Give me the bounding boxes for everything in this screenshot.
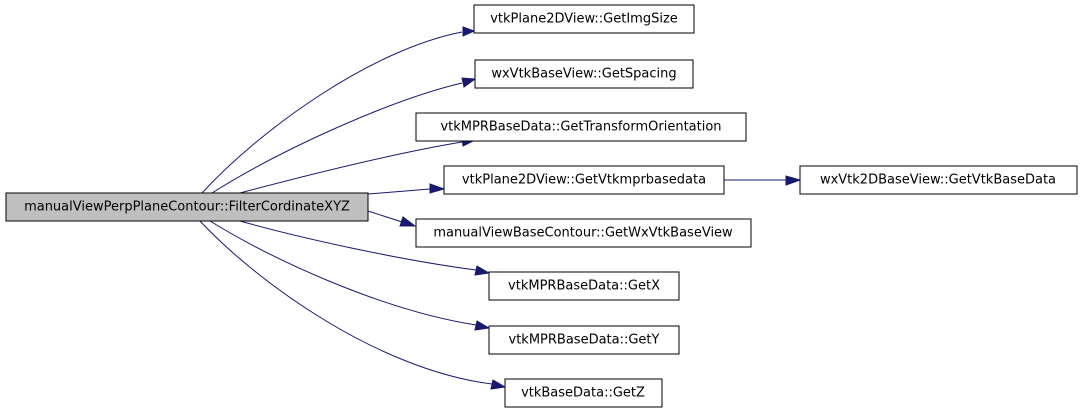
edge-root-to-getvtkmprbasedata: [367, 188, 431, 195]
node-label-getvtkbasedata: wxVtk2DBaseView::GetVtkBaseData: [820, 173, 1056, 188]
node-getvtkmprbasedata[interactable]: vtkPlane2DView::GetVtkmprbasedata: [443, 165, 725, 195]
edge-root-to-gettransformorientation: [239, 141, 463, 194]
call-edges: [199, 26, 802, 390]
node-getwxvtkbaseview[interactable]: manualViewBaseContour::GetWxVtkBaseView: [415, 218, 752, 248]
node-label-getvtkmprbasedata: vtkPlane2DView::GetVtkmprbasedata: [462, 173, 706, 188]
node-getvtkbasedata[interactable]: wxVtk2DBaseView::GetVtkBaseData: [799, 165, 1078, 195]
arrow-getimgsize: [462, 26, 476, 37]
edge-root-to-getspacing: [211, 82, 463, 194]
arrow-getvtkbasedata: [785, 175, 802, 186]
arrow-getwxvtkbaseview: [399, 216, 417, 227]
node-gety[interactable]: vtkMPRBaseData::GetY: [488, 325, 680, 355]
node-label-gettransformorientation: vtkMPRBaseData::GetTransformOrientation: [440, 120, 721, 135]
edge-root-to-getimgsize: [201, 31, 463, 194]
node-root[interactable]: manualViewPerpPlaneContour::FilterCordin…: [5, 192, 369, 222]
edge-root-to-gety: [209, 220, 477, 326]
edge-root-to-getz: [199, 220, 493, 385]
arrow-gety: [474, 320, 491, 331]
node-label-gety: vtkMPRBaseData::GetY: [509, 333, 660, 348]
node-getz[interactable]: vtkBaseData::GetZ: [504, 378, 663, 408]
node-label-getspacing: wxVtkBaseView::GetSpacing: [491, 67, 676, 82]
node-getspacing[interactable]: wxVtkBaseView::GetSpacing: [474, 59, 694, 89]
arrow-getvtkmprbasedata: [429, 183, 446, 194]
node-label-getz: vtkBaseData::GetZ: [521, 386, 645, 401]
node-label-getx: vtkMPRBaseData::GetX: [508, 279, 660, 294]
node-getimgsize[interactable]: vtkPlane2DView::GetImgSize: [473, 4, 695, 34]
edge-root-to-getx: [239, 220, 477, 271]
node-label-getimgsize: vtkPlane2DView::GetImgSize: [490, 12, 678, 27]
arrow-getx: [474, 265, 491, 276]
edge-root-to-getwxvtkbaseview: [367, 210, 403, 223]
node-label-getwxvtkbaseview: manualViewBaseContour::GetWxVtkBaseView: [433, 226, 733, 241]
node-getx[interactable]: vtkMPRBaseData::GetX: [488, 271, 680, 301]
arrow-getspacing: [461, 77, 477, 88]
node-gettransformorientation[interactable]: vtkMPRBaseData::GetTransformOrientation: [415, 112, 747, 142]
node-label-root: manualViewPerpPlaneContour::FilterCordin…: [24, 200, 350, 215]
arrow-getz: [490, 379, 507, 390]
